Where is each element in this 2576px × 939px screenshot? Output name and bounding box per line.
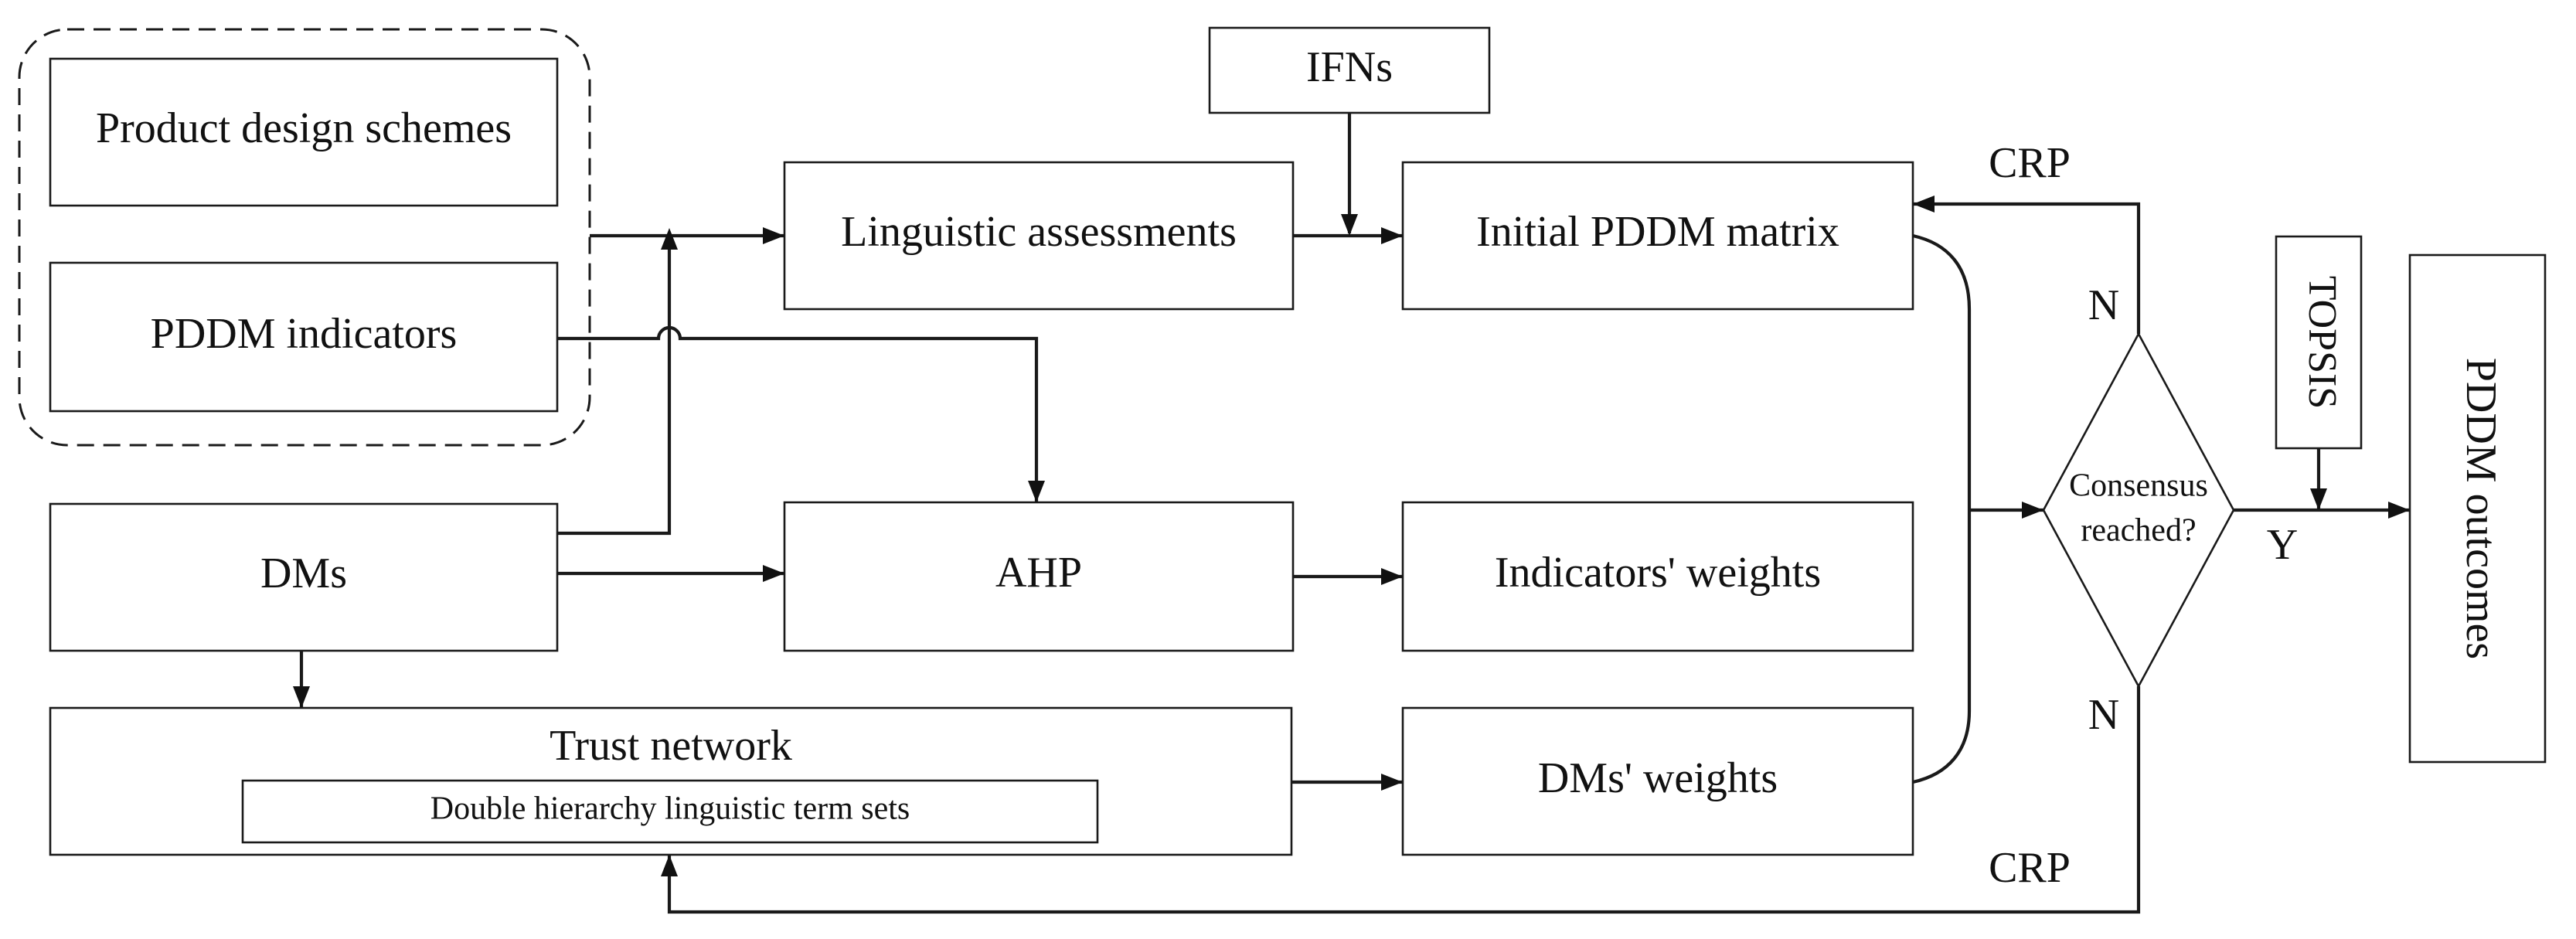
pddm-outcomes-label: PDDM outcomes xyxy=(2457,358,2505,659)
connector-indicators-to-ahp xyxy=(557,325,1039,502)
crp-bottom-label: CRP xyxy=(1989,844,2071,892)
arrowhead-ahp-left xyxy=(763,565,784,582)
initial-pddm-matrix-label: Initial PDDM matrix xyxy=(1476,208,1839,256)
connector-n-top-to-matrix xyxy=(1913,202,2141,334)
dhlts-box xyxy=(241,779,1099,844)
n-top-label: N xyxy=(2088,281,2119,329)
arrowhead-dms-weights xyxy=(1381,774,1403,791)
y-label: Y xyxy=(2267,521,2298,569)
n-bottom-label: N xyxy=(2088,691,2119,739)
arrowhead-dms-up xyxy=(661,228,678,250)
linguistic-assessments-label: Linguistic assessments xyxy=(841,208,1237,256)
arrowhead-assessments xyxy=(763,227,784,244)
connector-dms-to-assessments xyxy=(557,236,672,536)
pddm-outcomes-box[interactable] xyxy=(2408,253,2547,764)
arrowhead-trust-crp xyxy=(661,855,678,876)
ahp-label: AHP xyxy=(995,549,1082,597)
dms-weights-label: DMs' weights xyxy=(1538,754,1778,802)
dhlts-label: Double hierarchy linguistic term sets xyxy=(430,791,910,827)
pddm-indicators-label: PDDM indicators xyxy=(151,310,458,358)
trust-network-label: Trust network xyxy=(550,722,792,770)
product-design-schemes-box[interactable] xyxy=(49,57,559,207)
linguistic-assessments-box[interactable] xyxy=(783,161,1295,311)
dms-weights-box[interactable] xyxy=(1401,706,1914,856)
dms-label: DMs xyxy=(260,549,347,597)
topsis-label: TOPSIS xyxy=(2300,276,2344,409)
connector-n-bottom-to-trust xyxy=(667,686,2141,914)
arrowhead-diamond xyxy=(2022,502,2043,519)
arrowhead-ifns xyxy=(1341,214,1358,236)
arrowhead-matrix xyxy=(1381,227,1403,244)
arrowhead-trust xyxy=(293,686,310,708)
pddm-indicators-box[interactable] xyxy=(49,261,559,413)
consensus-label-line1: Consensus xyxy=(2069,468,2208,504)
brace-matrix-to-decision xyxy=(1912,233,1972,510)
indicators-weights-label: Indicators' weights xyxy=(1495,549,1821,597)
crp-top-label: CRP xyxy=(1989,139,2071,187)
topsis-box[interactable] xyxy=(2275,235,2363,450)
arrowhead-ahp xyxy=(1028,481,1045,502)
arrowhead-indicator-weights xyxy=(1381,568,1403,585)
ahp-box[interactable] xyxy=(783,501,1295,652)
consensus-label-line2: reached? xyxy=(2081,513,2196,549)
consensus-decision-diamond[interactable] xyxy=(2042,332,2235,689)
dms-box[interactable] xyxy=(49,502,559,652)
product-design-schemes-label: Product design schemes xyxy=(96,104,512,152)
brace-dmsweights-to-decision xyxy=(1912,510,1972,784)
arrowhead-outcomes xyxy=(2388,502,2410,519)
arrowhead-topsis xyxy=(2310,488,2327,510)
arrowhead-matrix-crp xyxy=(1913,196,1935,213)
ifns-box[interactable] xyxy=(1208,26,1491,114)
ifns-label: IFNs xyxy=(1306,43,1393,91)
indicators-weights-box[interactable] xyxy=(1401,501,1914,652)
